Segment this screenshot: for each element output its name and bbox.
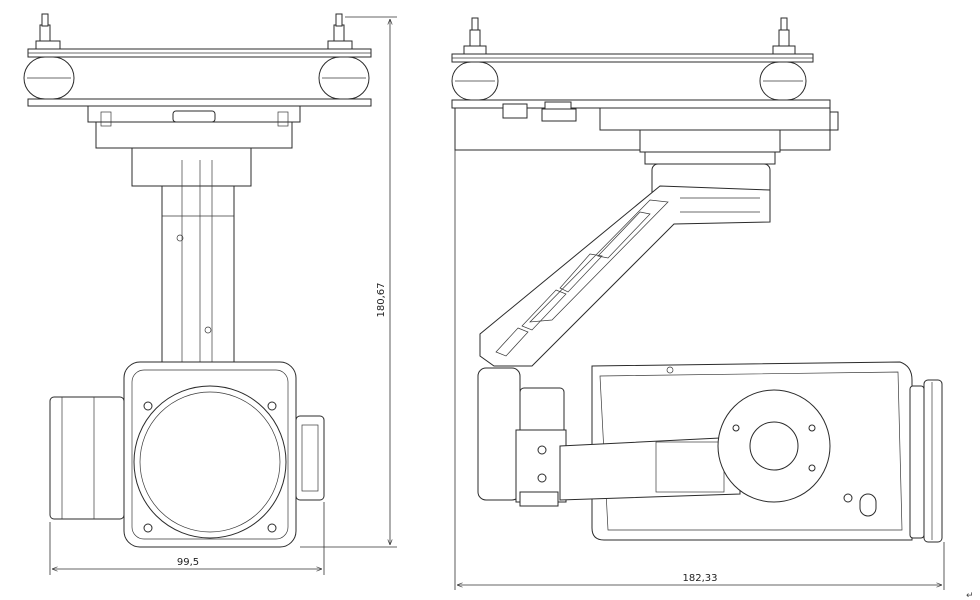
side-depth-label: 182,33	[683, 573, 718, 584]
side-view: 182,33	[451, 17, 945, 590]
front-height-dimension: 180,67	[300, 16, 397, 548]
front-camera-body	[49, 361, 325, 548]
front-mount-plate	[27, 48, 372, 149]
side-roll-motor	[477, 367, 567, 507]
front-width-dimension: 99,5	[49, 502, 325, 575]
front-view: 99,5 180,67	[23, 13, 397, 575]
front-dampers	[23, 13, 370, 100]
side-dampers	[451, 17, 807, 101]
side-camera-body	[559, 361, 943, 543]
side-depth-dimension: 182,33	[454, 150, 945, 590]
front-arm	[131, 147, 252, 363]
corner-return-mark: ↵	[966, 591, 974, 600]
front-height-label: 180,67	[376, 283, 387, 318]
side-arm	[479, 185, 771, 367]
front-width-label: 99,5	[177, 557, 199, 568]
